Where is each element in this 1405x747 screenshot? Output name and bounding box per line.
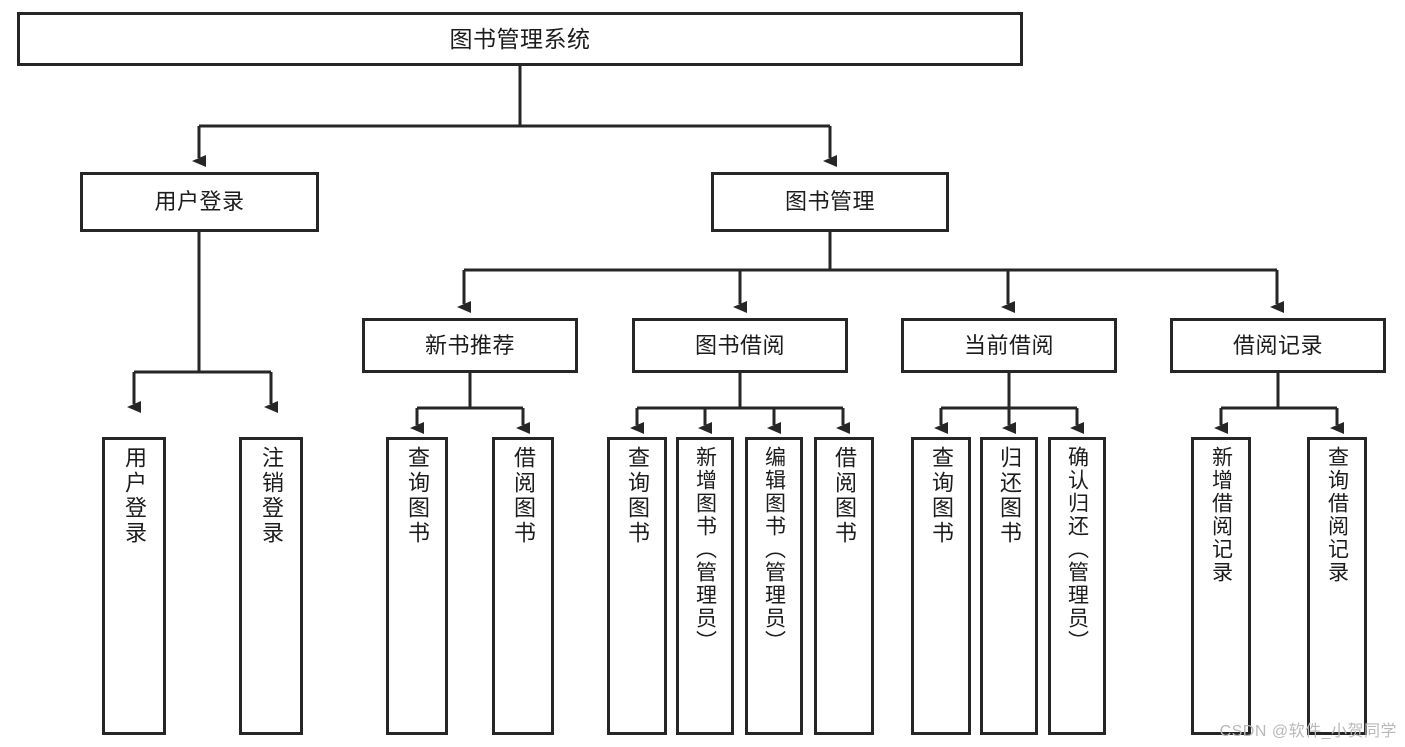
node-label: 编辑图书（管理员） — [762, 446, 786, 653]
node-label: 借阅记录 — [1232, 332, 1323, 358]
leaf-book-borrow-add[interactable]: 新增图书（管理员） — [676, 437, 734, 735]
node-label: 归还图书 — [997, 446, 1022, 546]
node-label: 查询借阅记录 — [1325, 446, 1349, 584]
node-label: 图书借阅 — [694, 332, 785, 358]
node-label: 查询图书 — [625, 446, 650, 546]
node-book-management[interactable]: 图书管理 — [711, 172, 949, 232]
node-root-system[interactable]: 图书管理系统 — [17, 12, 1023, 66]
node-label: 注销登录 — [259, 446, 284, 546]
node-new-book-recommend[interactable]: 新书推荐 — [362, 318, 578, 373]
leaf-book-borrow-borrow[interactable]: 借阅图书 — [814, 437, 874, 735]
node-current-borrow[interactable]: 当前借阅 — [901, 318, 1117, 373]
leaf-current-borrow-return[interactable]: 归还图书 — [980, 437, 1038, 735]
leaf-book-borrow-edit[interactable]: 编辑图书（管理员） — [745, 437, 803, 735]
node-label: 新增图书（管理员） — [693, 446, 717, 653]
node-label: 用户登录 — [154, 189, 245, 215]
node-label: 当前借阅 — [963, 332, 1054, 358]
node-label: 确认归还（管理员） — [1065, 446, 1089, 653]
node-user-login[interactable]: 用户登录 — [80, 172, 319, 232]
node-label: 图书管理 — [784, 189, 875, 215]
node-label: 借阅图书 — [832, 446, 857, 546]
leaf-new-book-borrow[interactable]: 借阅图书 — [492, 437, 554, 735]
node-label: 查询图书 — [405, 446, 430, 546]
node-label: 新增借阅记录 — [1209, 446, 1233, 584]
node-borrow-record[interactable]: 借阅记录 — [1170, 318, 1386, 373]
leaf-user-login-logout[interactable]: 注销登录 — [239, 437, 303, 735]
node-label: 图书管理系统 — [449, 25, 591, 52]
node-book-borrow[interactable]: 图书借阅 — [632, 318, 848, 373]
node-label: 新书推荐 — [424, 332, 515, 358]
node-label: 借阅图书 — [511, 446, 536, 546]
watermark-text: CSDN @软件_小贺同学 — [1219, 723, 1397, 740]
leaf-borrow-record-add[interactable]: 新增借阅记录 — [1191, 437, 1251, 735]
leaf-new-book-query[interactable]: 查询图书 — [386, 437, 448, 735]
leaf-current-borrow-query[interactable]: 查询图书 — [911, 437, 971, 735]
node-label: 查询图书 — [929, 446, 954, 546]
leaf-borrow-record-query[interactable]: 查询借阅记录 — [1307, 437, 1367, 735]
leaf-current-borrow-confirm-return[interactable]: 确认归还（管理员） — [1048, 437, 1106, 735]
node-label: 用户登录 — [122, 446, 147, 546]
leaf-book-borrow-query[interactable]: 查询图书 — [607, 437, 667, 735]
leaf-user-login-login[interactable]: 用户登录 — [102, 437, 166, 735]
